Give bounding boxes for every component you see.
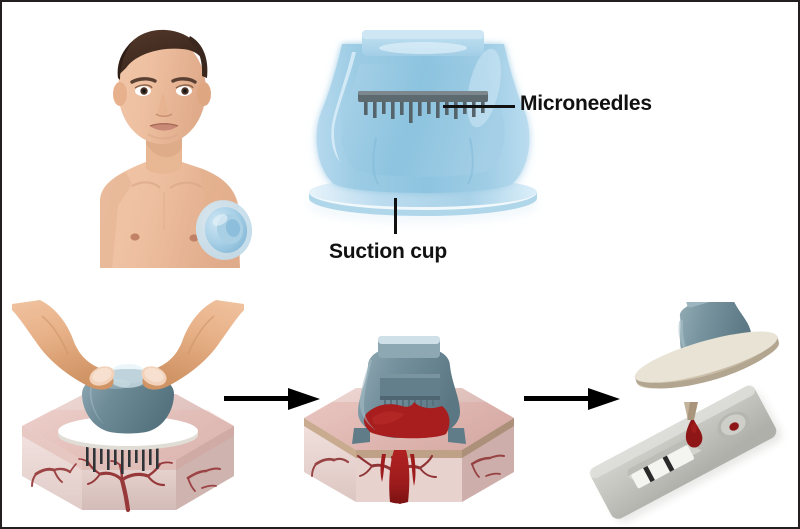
suction-cup-leader-line bbox=[394, 198, 397, 234]
suction-cup-label: Suction cup bbox=[329, 240, 447, 263]
patient-illustration bbox=[40, 16, 290, 268]
blood-in-well bbox=[729, 422, 739, 431]
blood-drop-dispensing bbox=[684, 402, 703, 448]
arrow-step1-to-step2 bbox=[224, 386, 322, 417]
device-dispensing bbox=[634, 284, 780, 389]
patient-svg bbox=[100, 29, 253, 268]
microneedles-penetrating bbox=[86, 438, 159, 474]
right-hand bbox=[141, 300, 244, 390]
skin-tissue-block bbox=[22, 394, 234, 513]
device-svg bbox=[309, 30, 537, 216]
step-2-blood-draw bbox=[294, 332, 524, 527]
suction-device-grey-2 bbox=[352, 336, 466, 444]
shoulder-device bbox=[195, 200, 253, 260]
arrow-1-svg bbox=[224, 388, 320, 410]
test-cassette bbox=[589, 385, 777, 519]
microneedles-leader-line bbox=[443, 105, 515, 108]
arrow-step2-to-step3 bbox=[524, 386, 622, 417]
left-hand bbox=[12, 300, 115, 390]
microneedle-array bbox=[358, 91, 488, 123]
step3-svg bbox=[589, 284, 780, 519]
blood-flow bbox=[380, 450, 416, 504]
step1-svg bbox=[12, 300, 244, 513]
device-closeup bbox=[298, 18, 548, 258]
arrow-2-svg bbox=[524, 388, 620, 410]
step-3-lateral-flow-test bbox=[568, 284, 796, 527]
step-1-application bbox=[12, 298, 244, 526]
patient-head bbox=[113, 29, 211, 144]
microneedles-label: Microneedles bbox=[520, 92, 652, 115]
step2-svg bbox=[304, 336, 514, 504]
